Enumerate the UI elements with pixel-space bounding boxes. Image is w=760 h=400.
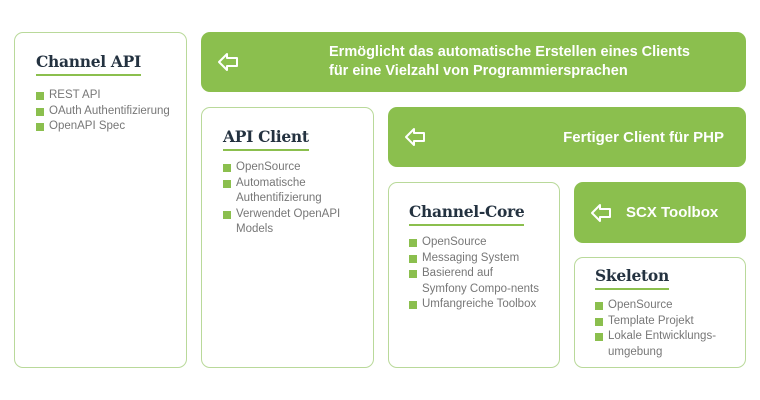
channel-api-list: REST API OAuth Authentifizierung OpenAPI… — [36, 88, 176, 135]
api-client-title: API Client — [223, 127, 309, 151]
banner-text: Fertiger Client für PHP — [563, 128, 724, 146]
list-item: Lokale Entwicklungs-umgebung — [595, 329, 735, 360]
channel-api-box: Channel API REST API OAuth Authentifizie… — [14, 32, 187, 368]
skeleton-box: Skeleton OpenSource Template Projekt Lok… — [574, 257, 746, 368]
list-item: Verwendet OpenAPI Models — [223, 207, 343, 238]
list-item: Automatische Authentifizierung — [223, 176, 343, 207]
banner-client-generation: Ermöglicht das automatische Erstellen ei… — [201, 32, 746, 92]
skeleton-list: OpenSource Template Projekt Lokale Entwi… — [595, 298, 735, 360]
skeleton-title: Skeleton — [595, 266, 669, 290]
list-item: Messaging System — [409, 251, 539, 267]
channel-api-title: Channel API — [36, 52, 141, 76]
channel-core-title: Channel-Core — [409, 202, 525, 226]
arrow-left-outline-icon — [590, 202, 612, 224]
list-item: REST API — [36, 88, 176, 104]
channel-core-list: OpenSource Messaging System Basierend au… — [409, 235, 539, 313]
banner-scx-toolbox: SCX Toolbox — [574, 182, 746, 243]
banner-php-client: Fertiger Client für PHP — [388, 107, 746, 167]
api-client-box: API Client OpenSource Automatische Authe… — [201, 107, 374, 368]
banner-text: SCX Toolbox — [626, 204, 719, 221]
list-item: OpenSource — [223, 160, 343, 176]
list-item: OpenAPI Spec — [36, 119, 176, 135]
banner-line: für eine Vielzahl von Programmiersprache… — [329, 63, 628, 79]
list-item: OAuth Authentifizierung — [36, 104, 176, 120]
list-item: OpenSource — [409, 235, 539, 251]
list-item: Basierend auf Symfony Compo-nents — [409, 266, 539, 297]
arrow-left-outline-icon — [404, 126, 426, 148]
api-client-list: OpenSource Automatische Authentifizierun… — [223, 160, 343, 238]
channel-core-box: Channel-Core OpenSource Messaging System… — [388, 182, 560, 368]
list-item: Template Projekt — [595, 314, 735, 330]
arrow-left-outline-icon — [217, 51, 239, 73]
banner-line: Ermöglicht das automatische Erstellen ei… — [329, 44, 690, 60]
list-item: OpenSource — [595, 298, 735, 314]
list-item: Umfangreiche Toolbox — [409, 297, 539, 313]
